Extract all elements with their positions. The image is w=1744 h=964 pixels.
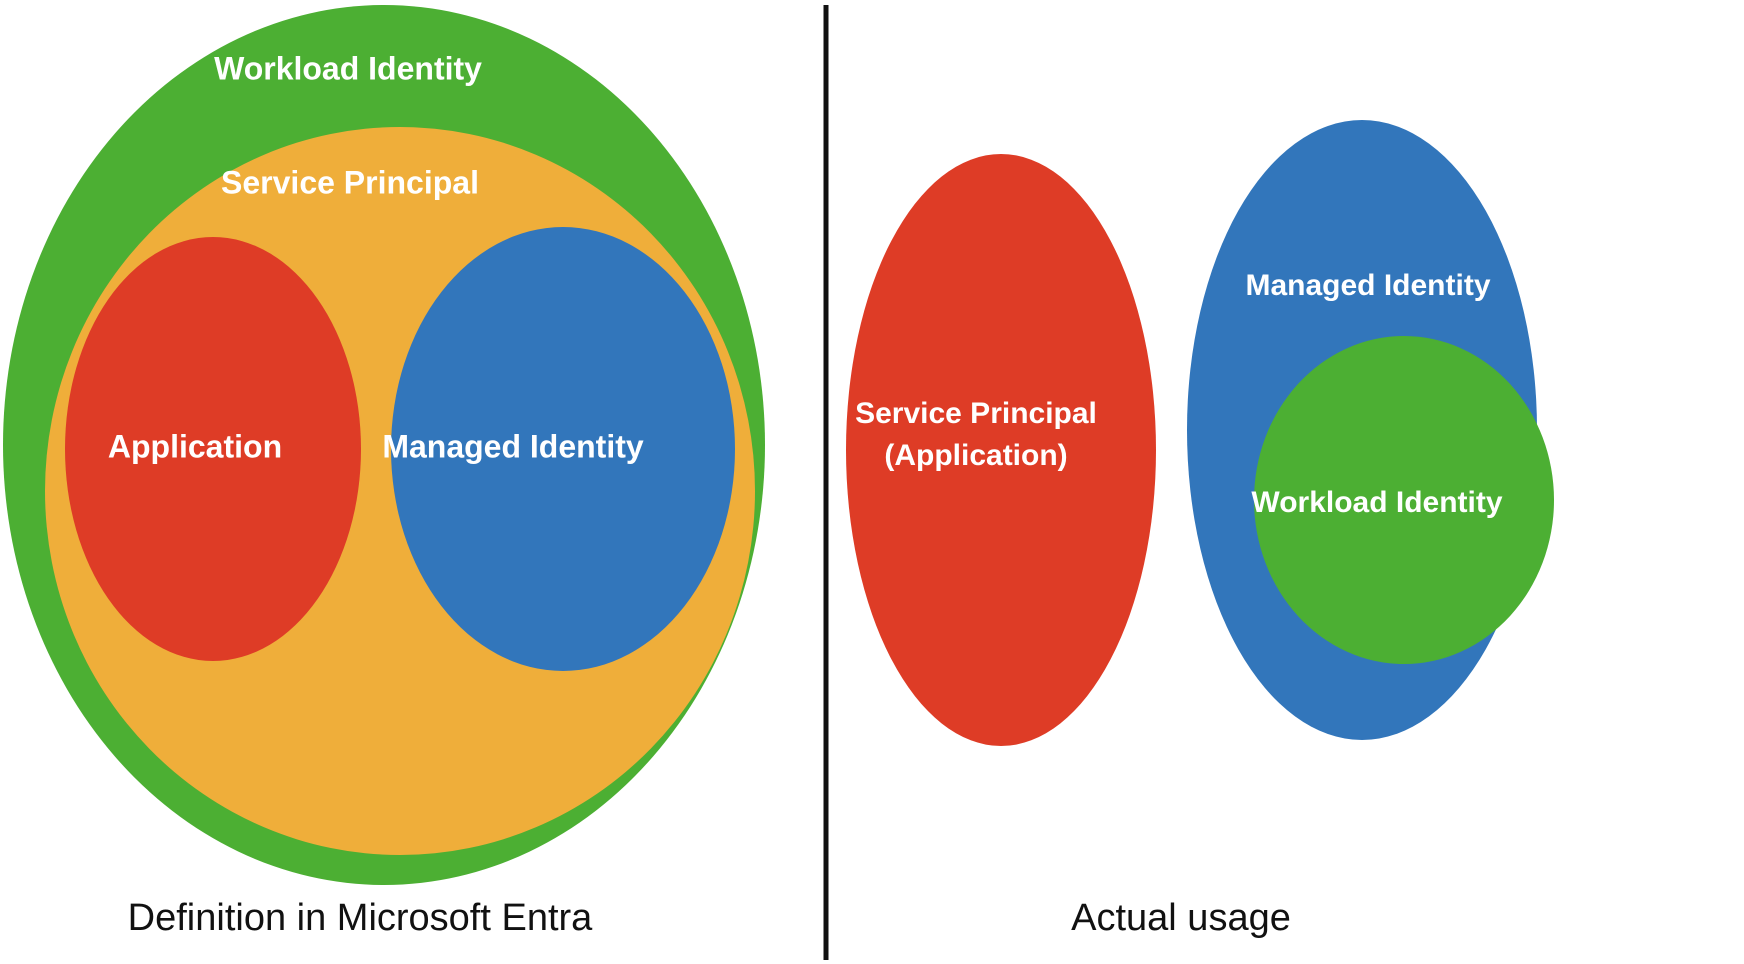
ellipse-managed-identity-inner[interactable] bbox=[391, 227, 735, 671]
ellipse-application-inner[interactable] bbox=[65, 237, 361, 661]
label-workload-identity-inner: Workload Identity bbox=[1251, 486, 1502, 519]
label-service-principal-application-line1: Service Principal bbox=[855, 397, 1097, 430]
panel-definition: Workload Identity Service Principal Appl… bbox=[3, 5, 765, 939]
label-managed-identity-inner: Managed Identity bbox=[382, 428, 644, 464]
label-service-principal-application-line2: (Application) bbox=[884, 439, 1067, 472]
label-managed-identity-outer: Managed Identity bbox=[1245, 269, 1490, 302]
caption-actual-usage: Actual usage bbox=[1071, 897, 1291, 939]
ellipse-service-principal-application[interactable] bbox=[846, 154, 1156, 746]
label-application-inner: Application bbox=[108, 428, 282, 464]
label-workload-identity-outer: Workload Identity bbox=[214, 50, 482, 86]
label-service-principal-middle: Service Principal bbox=[221, 164, 479, 200]
caption-definition: Definition in Microsoft Entra bbox=[128, 897, 593, 939]
ellipse-workload-identity-inner[interactable] bbox=[1254, 336, 1554, 664]
panel-actual-usage: Service Principal (Application) Managed … bbox=[846, 120, 1554, 939]
